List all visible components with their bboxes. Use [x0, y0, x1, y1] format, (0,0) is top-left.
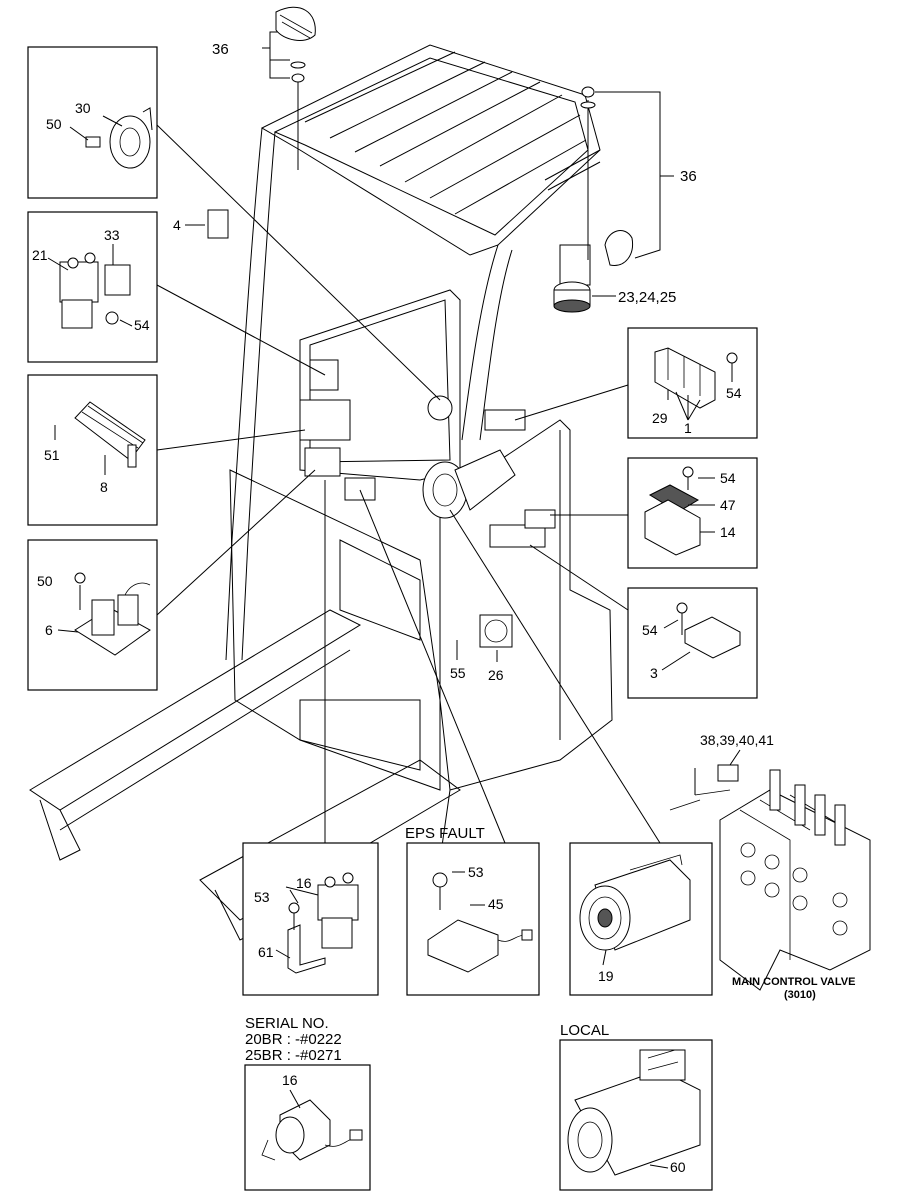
box-local-motor: LOCAL 60 [559, 1022, 713, 1191]
callout-53-contactor: 53 [254, 889, 270, 905]
box-serial-contactor: SERIAL NO. 20BR : -#0222 25BR : -#0271 1… [244, 1015, 371, 1191]
callout-54-relay: 54 [726, 385, 742, 401]
callout-16: 16 [296, 875, 312, 891]
serial-line1: 20BR : -#0222 [245, 1031, 342, 1048]
callout-36-right: 36 [680, 168, 697, 185]
box-resistor-3: 54 3 [627, 587, 758, 699]
callout-21: 21 [32, 247, 48, 263]
callout-4: 4 [173, 217, 181, 233]
callout-1: 1 [684, 420, 692, 436]
truck-frame-illustration [29, 44, 613, 941]
callout-51: 51 [44, 447, 60, 463]
valve-caption: MAIN CONTROL VALVE [732, 976, 855, 988]
serial-title: SERIAL NO. [245, 1015, 329, 1032]
callout-38-41: 38,39,40,41 [700, 732, 774, 748]
work-lamp-top: 36 [212, 6, 316, 83]
callout-36-top: 36 [212, 41, 229, 58]
callout-54-resistor: 54 [642, 622, 658, 638]
fan-26: 55 26 [450, 640, 504, 683]
callout-50-horn: 50 [46, 116, 62, 132]
callout-47: 47 [720, 497, 736, 513]
box-contactor-16: 53 16 61 [242, 842, 379, 996]
callout-50-cap: 50 [37, 573, 53, 589]
eps-fault-title: EPS FAULT [405, 825, 485, 842]
box-motor-19: 19 [569, 842, 713, 996]
callout-60: 60 [670, 1159, 686, 1175]
callout-54-module: 54 [720, 470, 736, 486]
callout-54-contactor: 54 [134, 317, 150, 333]
main-control-valve: 38,39,40,41 MAIN CONTROL VALVE (3010) [669, 732, 871, 1001]
serial-line2: 25BR : -#0271 [245, 1047, 342, 1064]
box-contactor-21: 21 33 54 [27, 211, 158, 363]
valve-code: (3010) [784, 989, 816, 1001]
callout-19: 19 [598, 968, 614, 984]
box-controller-8: 51 8 [27, 374, 158, 526]
callout-23-24-25: 23,24,25 [618, 289, 676, 306]
callout-53-eps: 53 [468, 864, 484, 880]
callout-8: 8 [100, 479, 108, 495]
callout-29: 29 [652, 410, 668, 426]
callout-14: 14 [720, 524, 736, 540]
box-eps-fault: EPS FAULT 53 45 [405, 825, 540, 996]
box-relays-29: 54 29 1 [627, 327, 758, 439]
callout-33: 33 [104, 227, 120, 243]
local-title: LOCAL [560, 1022, 609, 1039]
switch-4: 4 [173, 217, 205, 233]
callout-6: 6 [45, 622, 53, 638]
box-module-14: 54 47 14 [627, 457, 758, 569]
work-lamp-right: 36 [580, 86, 697, 266]
callout-61: 61 [258, 944, 274, 960]
callout-3: 3 [650, 665, 658, 681]
box-horn: 30 50 [27, 46, 158, 199]
leader-lines [156, 80, 661, 844]
callout-16-serial: 16 [282, 1072, 298, 1088]
callout-55: 55 [450, 665, 466, 681]
beacon-23-24-25: 23,24,25 [553, 281, 676, 313]
callout-26: 26 [488, 667, 504, 683]
callout-30: 30 [75, 100, 91, 116]
box-capacitor-6: 50 6 [27, 539, 158, 691]
callout-45: 45 [488, 896, 504, 912]
